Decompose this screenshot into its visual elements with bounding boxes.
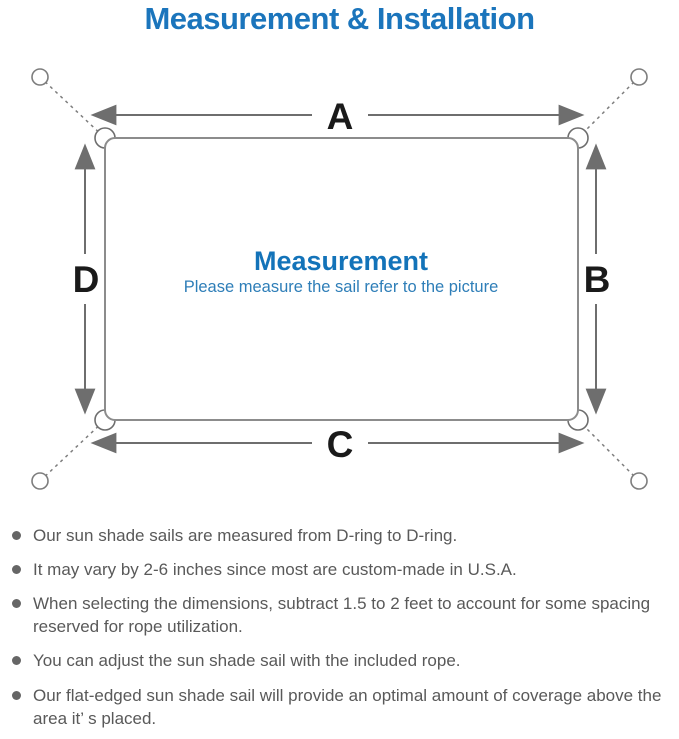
rope-dashed-line-bottom-left	[39, 419, 106, 482]
sail-outline	[104, 137, 579, 421]
bullet-icon	[12, 531, 21, 540]
note-text: When selecting the dimensions, subtract …	[33, 594, 651, 637]
anchor-point-circle-top-left	[31, 68, 49, 86]
list-item: It may vary by 2-6 inches since most are…	[10, 558, 675, 581]
rope-dashed-line-top-left	[39, 76, 106, 139]
anchor-point-circle-bottom-left	[31, 472, 49, 490]
bullet-icon	[12, 599, 21, 609]
measurement-diagram: A C D B Measurement Please measure the s…	[31, 68, 648, 490]
dimension-label-a: A	[327, 96, 354, 137]
note-text: Our flat-edged sun shade sail will provi…	[33, 685, 662, 728]
bullet-icon	[12, 656, 21, 666]
rope-dashed-line-bottom-right	[577, 419, 640, 482]
note-text: Our sun shade sails are measured from D-…	[33, 526, 458, 545]
list-item: Our flat-edged sun shade sail will provi…	[10, 684, 675, 730]
notes-list: Our sun shade sails are measured from D-…	[10, 524, 675, 730]
note-text: You can adjust the sun shade sail with t…	[33, 651, 461, 671]
list-item: When selecting the dimensions, subtract …	[10, 592, 675, 638]
anchor-point-circle-top-right	[630, 68, 648, 86]
diagram-center-title: Measurement	[254, 246, 428, 276]
bullet-icon	[12, 690, 21, 700]
anchor-point-circle-bottom-right	[630, 472, 648, 490]
note-text: It may vary by 2-6 inches since most are…	[33, 560, 517, 580]
dimension-label-b: B	[584, 259, 611, 300]
list-item: Our sun shade sails are measured from D-…	[10, 524, 675, 547]
dimension-label-d: D	[73, 259, 100, 300]
bullet-icon	[12, 565, 21, 575]
rope-dashed-line-top-right	[577, 76, 640, 139]
dimension-label-c: C	[327, 424, 354, 465]
diagram-center-subtitle: Please measure the sail refer to the pic…	[184, 278, 499, 296]
page-title: Measurement & Installation	[144, 1, 535, 36]
list-item: You can adjust the sun shade sail with t…	[10, 649, 675, 672]
